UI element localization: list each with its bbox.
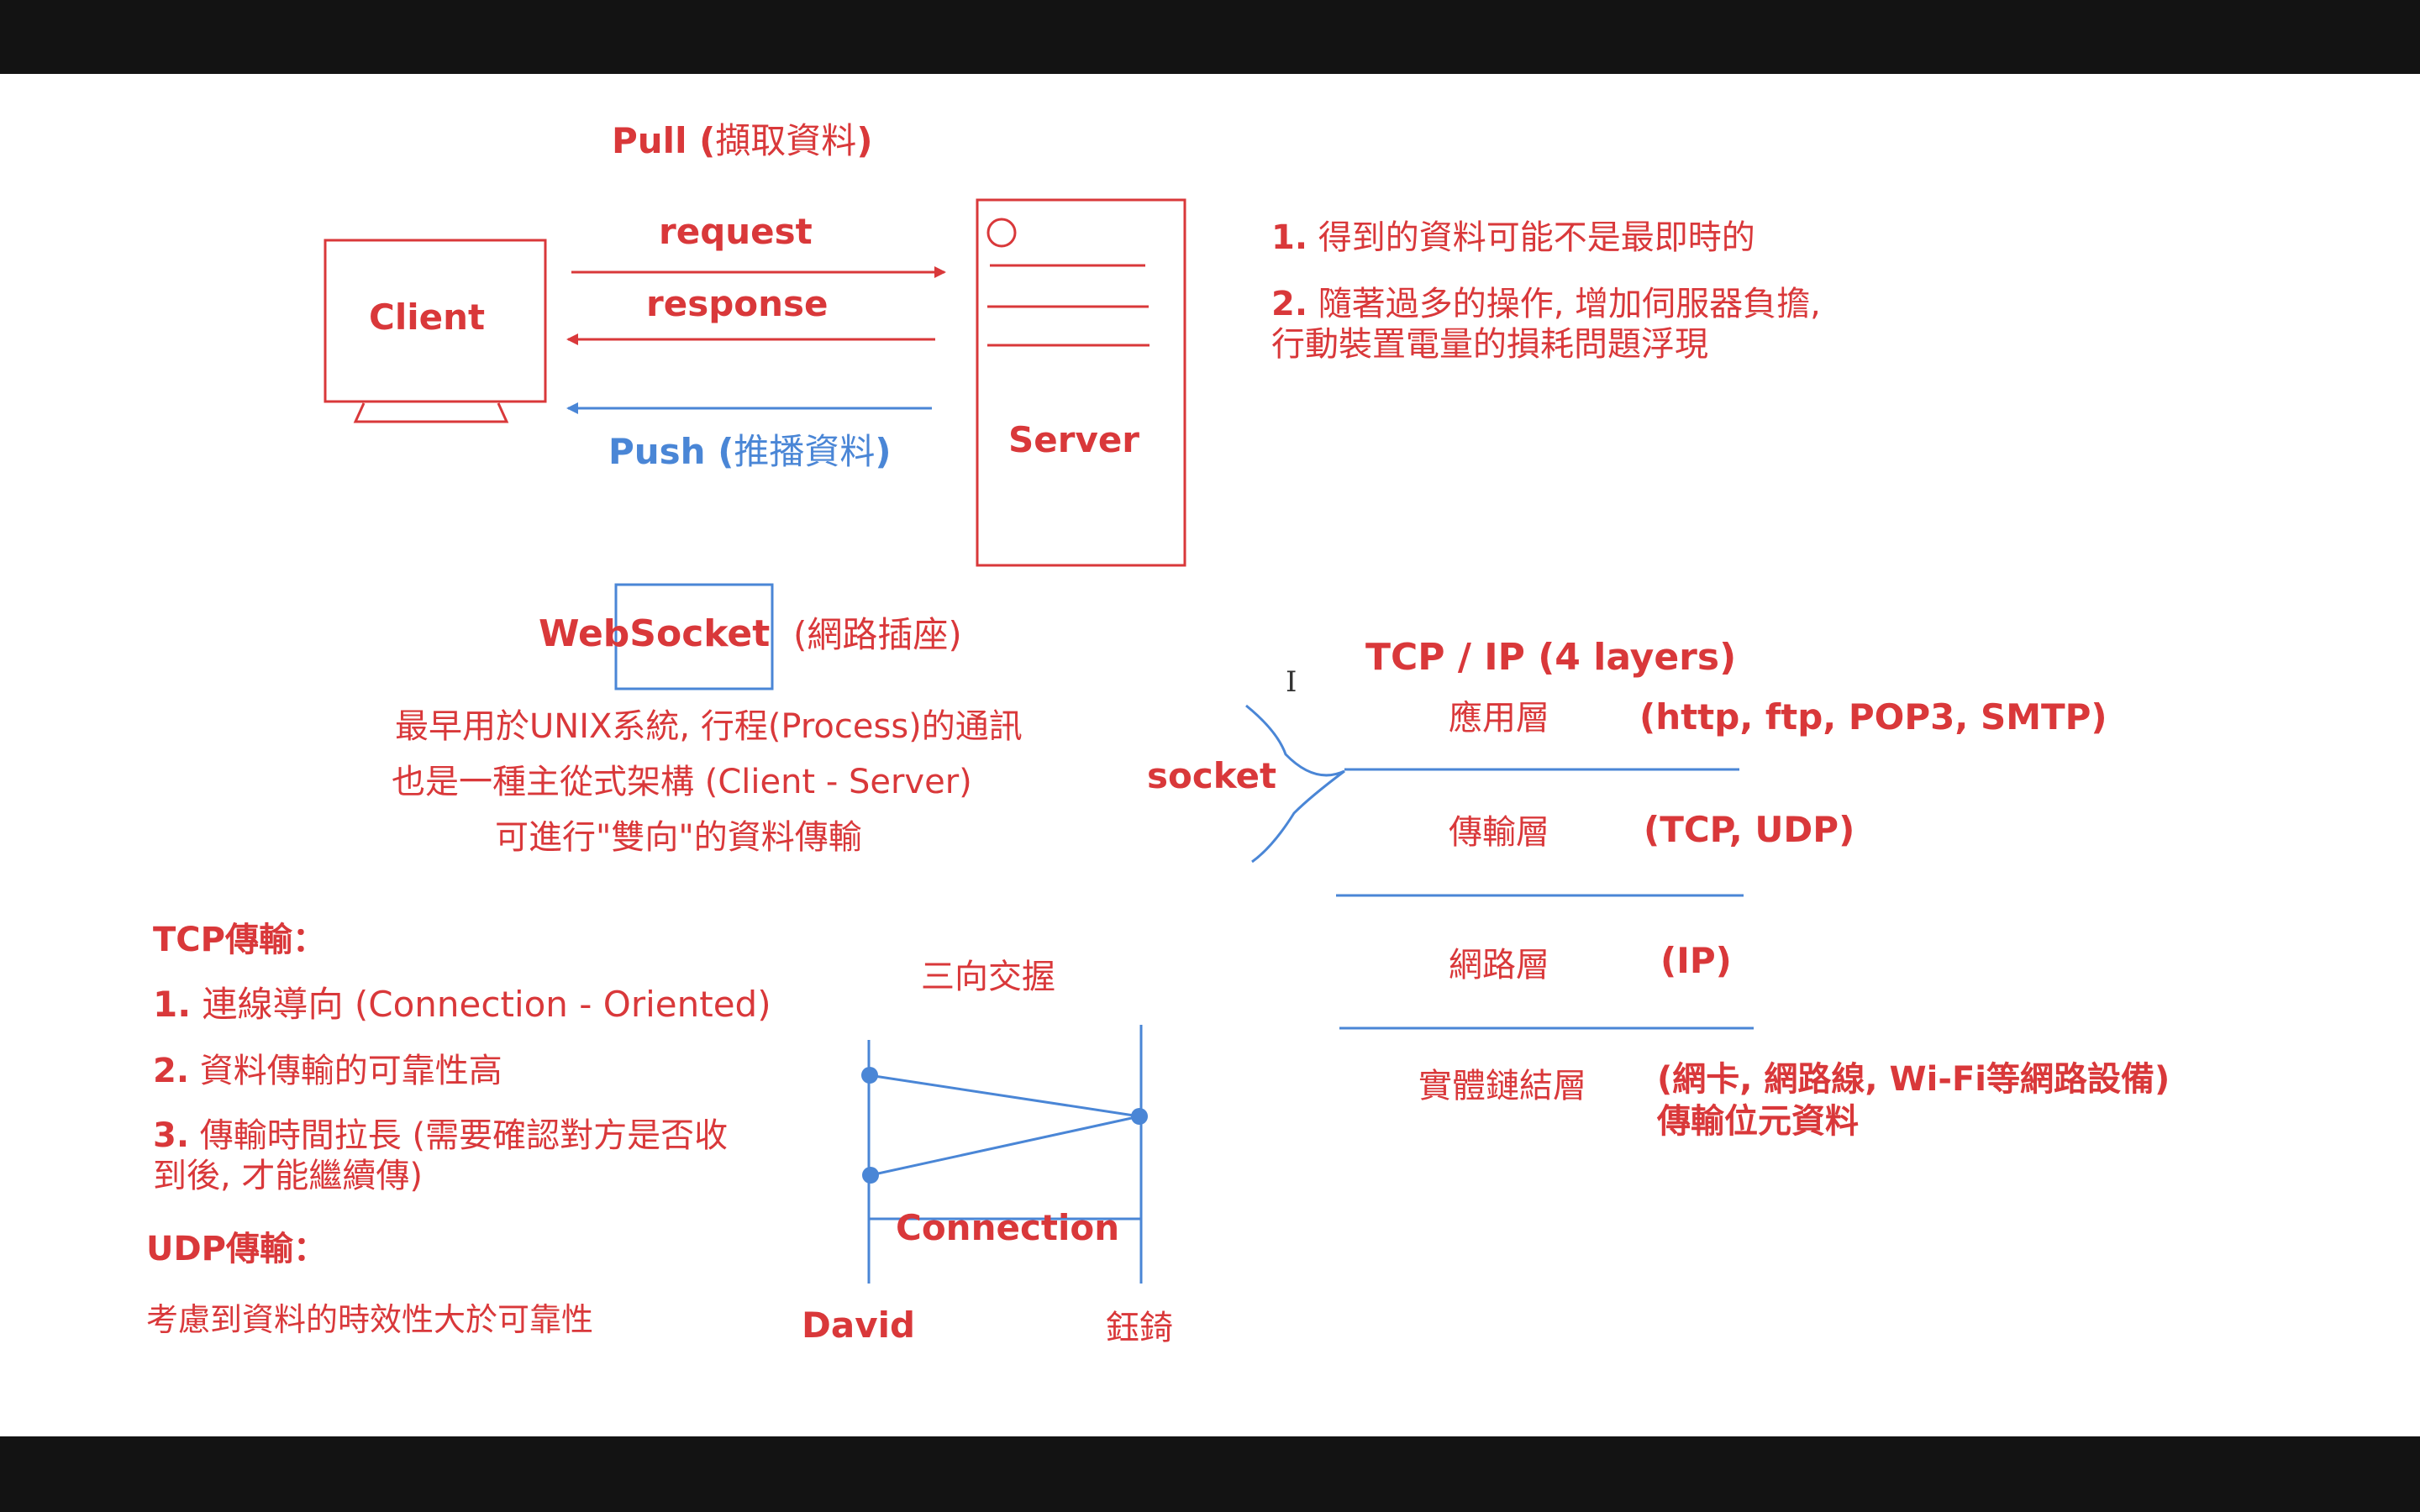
tcp-item-1-text: 連線導向 (Connection - Oriented) bbox=[202, 984, 771, 1025]
websocket-line-2: 也是一種主從式架構 (Client - Server) bbox=[392, 763, 972, 801]
client-monitor-icon bbox=[324, 239, 547, 423]
david-label: David bbox=[802, 1305, 916, 1346]
pull-label-bold: Pull ( bbox=[612, 120, 716, 161]
handshake-point bbox=[1131, 1108, 1148, 1125]
response-label: response bbox=[646, 283, 829, 324]
server-label: Server bbox=[1008, 419, 1140, 460]
handshake-title: 三向交握 bbox=[921, 958, 1055, 996]
top-letterbox bbox=[0, 0, 2420, 74]
tcp-item-3: 3. 傳輸時間拉長 (需要確認對方是否收到後, 才能繼續傳) bbox=[153, 1116, 733, 1196]
websocket-highlight-box bbox=[614, 583, 774, 690]
layer-desc-network: (IP) bbox=[1660, 940, 1732, 981]
socket-label: socket bbox=[1147, 755, 1277, 796]
layer-name-application: 應用層 bbox=[1449, 699, 1549, 738]
server-tower-icon bbox=[976, 198, 1186, 567]
websocket-line-1: 最早用於UNIX系統, 行程(Process)的通訊 bbox=[395, 707, 1023, 746]
handshake-point bbox=[862, 1167, 879, 1184]
websocket-line-3: 可進行"雙向"的資料傳輸 bbox=[495, 818, 862, 857]
tcp-item-1-number: 1. bbox=[153, 984, 192, 1025]
layer-name-transport: 傳輸層 bbox=[1449, 813, 1549, 852]
text-cursor-icon: I bbox=[1286, 665, 1297, 699]
push-label-chinese: 推播資料 bbox=[734, 431, 876, 472]
udp-transfer-title: UDP傳輸： bbox=[146, 1230, 327, 1268]
pull-note-1-number: 1. bbox=[1271, 218, 1308, 257]
tcpip-title: TCP / IP (4 layers) bbox=[1365, 636, 1737, 679]
layer-desc-physical: (網卡, 網路線, Wi-Fi等網路設備) 傳輸位元資料 bbox=[1657, 1060, 2170, 1141]
pull-note-2-number: 2. bbox=[1271, 285, 1308, 323]
layer-name-physical: 實體鏈結層 bbox=[1418, 1067, 1586, 1105]
tcp-item-3-number: 3. bbox=[153, 1116, 190, 1155]
connection-label: Connection bbox=[896, 1207, 1120, 1248]
udp-transfer-text: 考慮到資料的時效性大於可靠性 bbox=[146, 1301, 594, 1338]
handshake-point bbox=[861, 1067, 878, 1084]
pull-label-close: ) bbox=[856, 120, 873, 161]
request-label: request bbox=[659, 211, 813, 252]
push-label-bold: Push ( bbox=[608, 431, 734, 472]
tcp-item-2-text: 資料傳輸的可靠性高 bbox=[199, 1052, 502, 1090]
pull-note-2-text: 隨著過多的操作, 增加伺服器負擔, 行動裝置電量的損耗問題浮現 bbox=[1271, 285, 1821, 364]
tcp-item-2-number: 2. bbox=[153, 1052, 190, 1090]
tcp-transfer-title: TCP傳輸： bbox=[153, 921, 326, 959]
pull-label: Pull (擷取資料) bbox=[612, 120, 873, 161]
bottom-letterbox bbox=[0, 1436, 2420, 1512]
push-label-close: ) bbox=[875, 431, 892, 472]
right-party-label: 鈺錡 bbox=[1106, 1309, 1173, 1347]
slide-canvas: Pull (擷取資料) request response Push (推播資料)… bbox=[0, 74, 2420, 1436]
pull-note-1-text: 得到的資料可能不是最即時的 bbox=[1318, 218, 1755, 257]
pull-note-1: 1. 得到的資料可能不是最即時的 bbox=[1271, 218, 1755, 257]
layer-name-network: 網路層 bbox=[1449, 946, 1549, 984]
tcp-item-2: 2. 資料傳輸的可靠性高 bbox=[153, 1052, 502, 1090]
tcp-item-1: 1. 連線導向 (Connection - Oriented) bbox=[153, 984, 771, 1025]
pull-label-chinese: 擷取資料 bbox=[715, 120, 857, 161]
pull-note-2: 2. 隨著過多的操作, 增加伺服器負擔, 行動裝置電量的損耗問題浮現 bbox=[1271, 284, 1834, 365]
websocket-title: WebSocket bbox=[539, 612, 771, 655]
client-label: Client bbox=[369, 297, 486, 338]
diagram-drawing bbox=[324, 198, 1754, 1284]
push-label: Push (推播資料) bbox=[608, 431, 892, 472]
layer-desc-transport: (TCP, UDP) bbox=[1644, 809, 1855, 850]
layer-desc-application: (http, ftp, POP3, SMTP) bbox=[1639, 696, 2107, 738]
websocket-translation: (網路插座) bbox=[793, 614, 962, 655]
tcp-item-3-text: 傳輸時間拉長 (需要確認對方是否收到後, 才能繼續傳) bbox=[153, 1116, 729, 1195]
socket-bracket bbox=[1245, 704, 1345, 864]
